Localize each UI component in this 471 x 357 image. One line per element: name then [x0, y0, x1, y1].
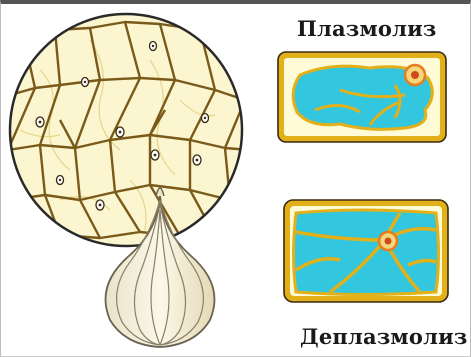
- magnified-tissue: [8, 14, 250, 246]
- deplasmolysis-cell: [284, 200, 448, 302]
- plasmolysis-label: Плазмолиз: [297, 16, 436, 41]
- deplasmolysis-label: Деплазмолиз: [300, 324, 467, 349]
- plasmolysis-cell: [278, 52, 446, 142]
